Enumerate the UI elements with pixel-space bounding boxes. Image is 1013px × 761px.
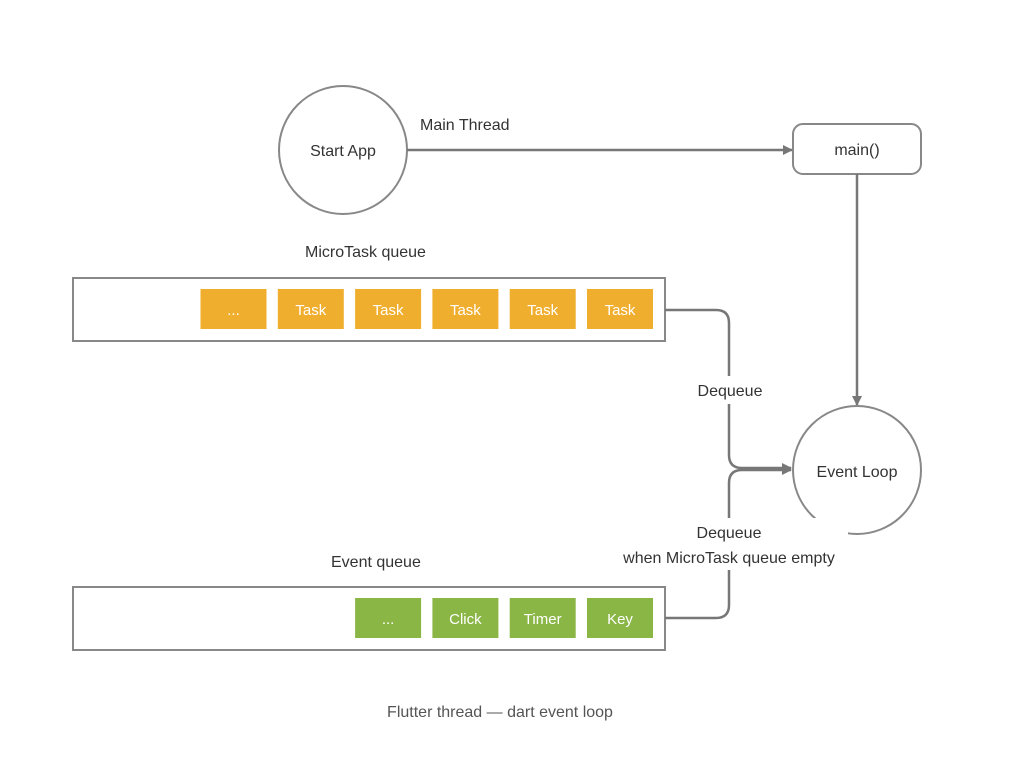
dequeue-when-label-bg [612, 518, 848, 570]
microtask-task-chip [200, 289, 267, 329]
event-item-chip-label: ... [382, 611, 395, 628]
microtask-task-chip-label: Task [605, 302, 636, 319]
dequeue-label-bg [690, 376, 770, 404]
microtask-task-chip-label: ... [227, 302, 240, 319]
microtask-task-chip [355, 289, 422, 329]
dequeue-when-label-line1: Dequeue [697, 525, 762, 542]
event-item-chip [587, 598, 653, 638]
event-queue-items: ... Click Timer Key [355, 598, 653, 638]
microtask-task-chip [277, 289, 344, 329]
figure-caption: Flutter thread — dart event loop [387, 704, 613, 721]
dequeue-when-label-line2: when MicroTask queue empty [622, 550, 835, 567]
event-loop-node [792, 405, 922, 535]
microtask-task-chip [587, 289, 653, 329]
event-loop-label: Event Loop [817, 464, 898, 481]
microtask-task-chip [432, 289, 499, 329]
event-loop-diagram: Start App Main Thread main() Event Loop … [72, 85, 922, 651]
dequeue-label: Dequeue [698, 383, 763, 400]
microtask-task-chip-label: Task [373, 302, 404, 319]
event-item-chip-label: Timer [524, 611, 562, 628]
microtask-task-chip-label: Task [295, 302, 326, 319]
microtask-task-chip-label: Task [527, 302, 558, 319]
event-item-chip [432, 598, 499, 638]
event-item-chip [509, 598, 576, 638]
event-item-chip-label: Key [607, 611, 633, 628]
main-label: main() [834, 142, 879, 159]
event-item-chip [355, 598, 422, 638]
microtask-queue-label: MicroTask queue [305, 244, 426, 261]
start-app-label: Start App [310, 143, 376, 160]
microtask-task-chip-label: Task [450, 302, 481, 319]
microtask-task-chip [509, 289, 576, 329]
event-queue-label: Event queue [331, 554, 421, 571]
event-item-chip-label: Click [449, 611, 482, 628]
microtask-queue-items: ... Task Task Task Task Task [200, 289, 653, 329]
main-thread-label: Main Thread [420, 117, 510, 134]
